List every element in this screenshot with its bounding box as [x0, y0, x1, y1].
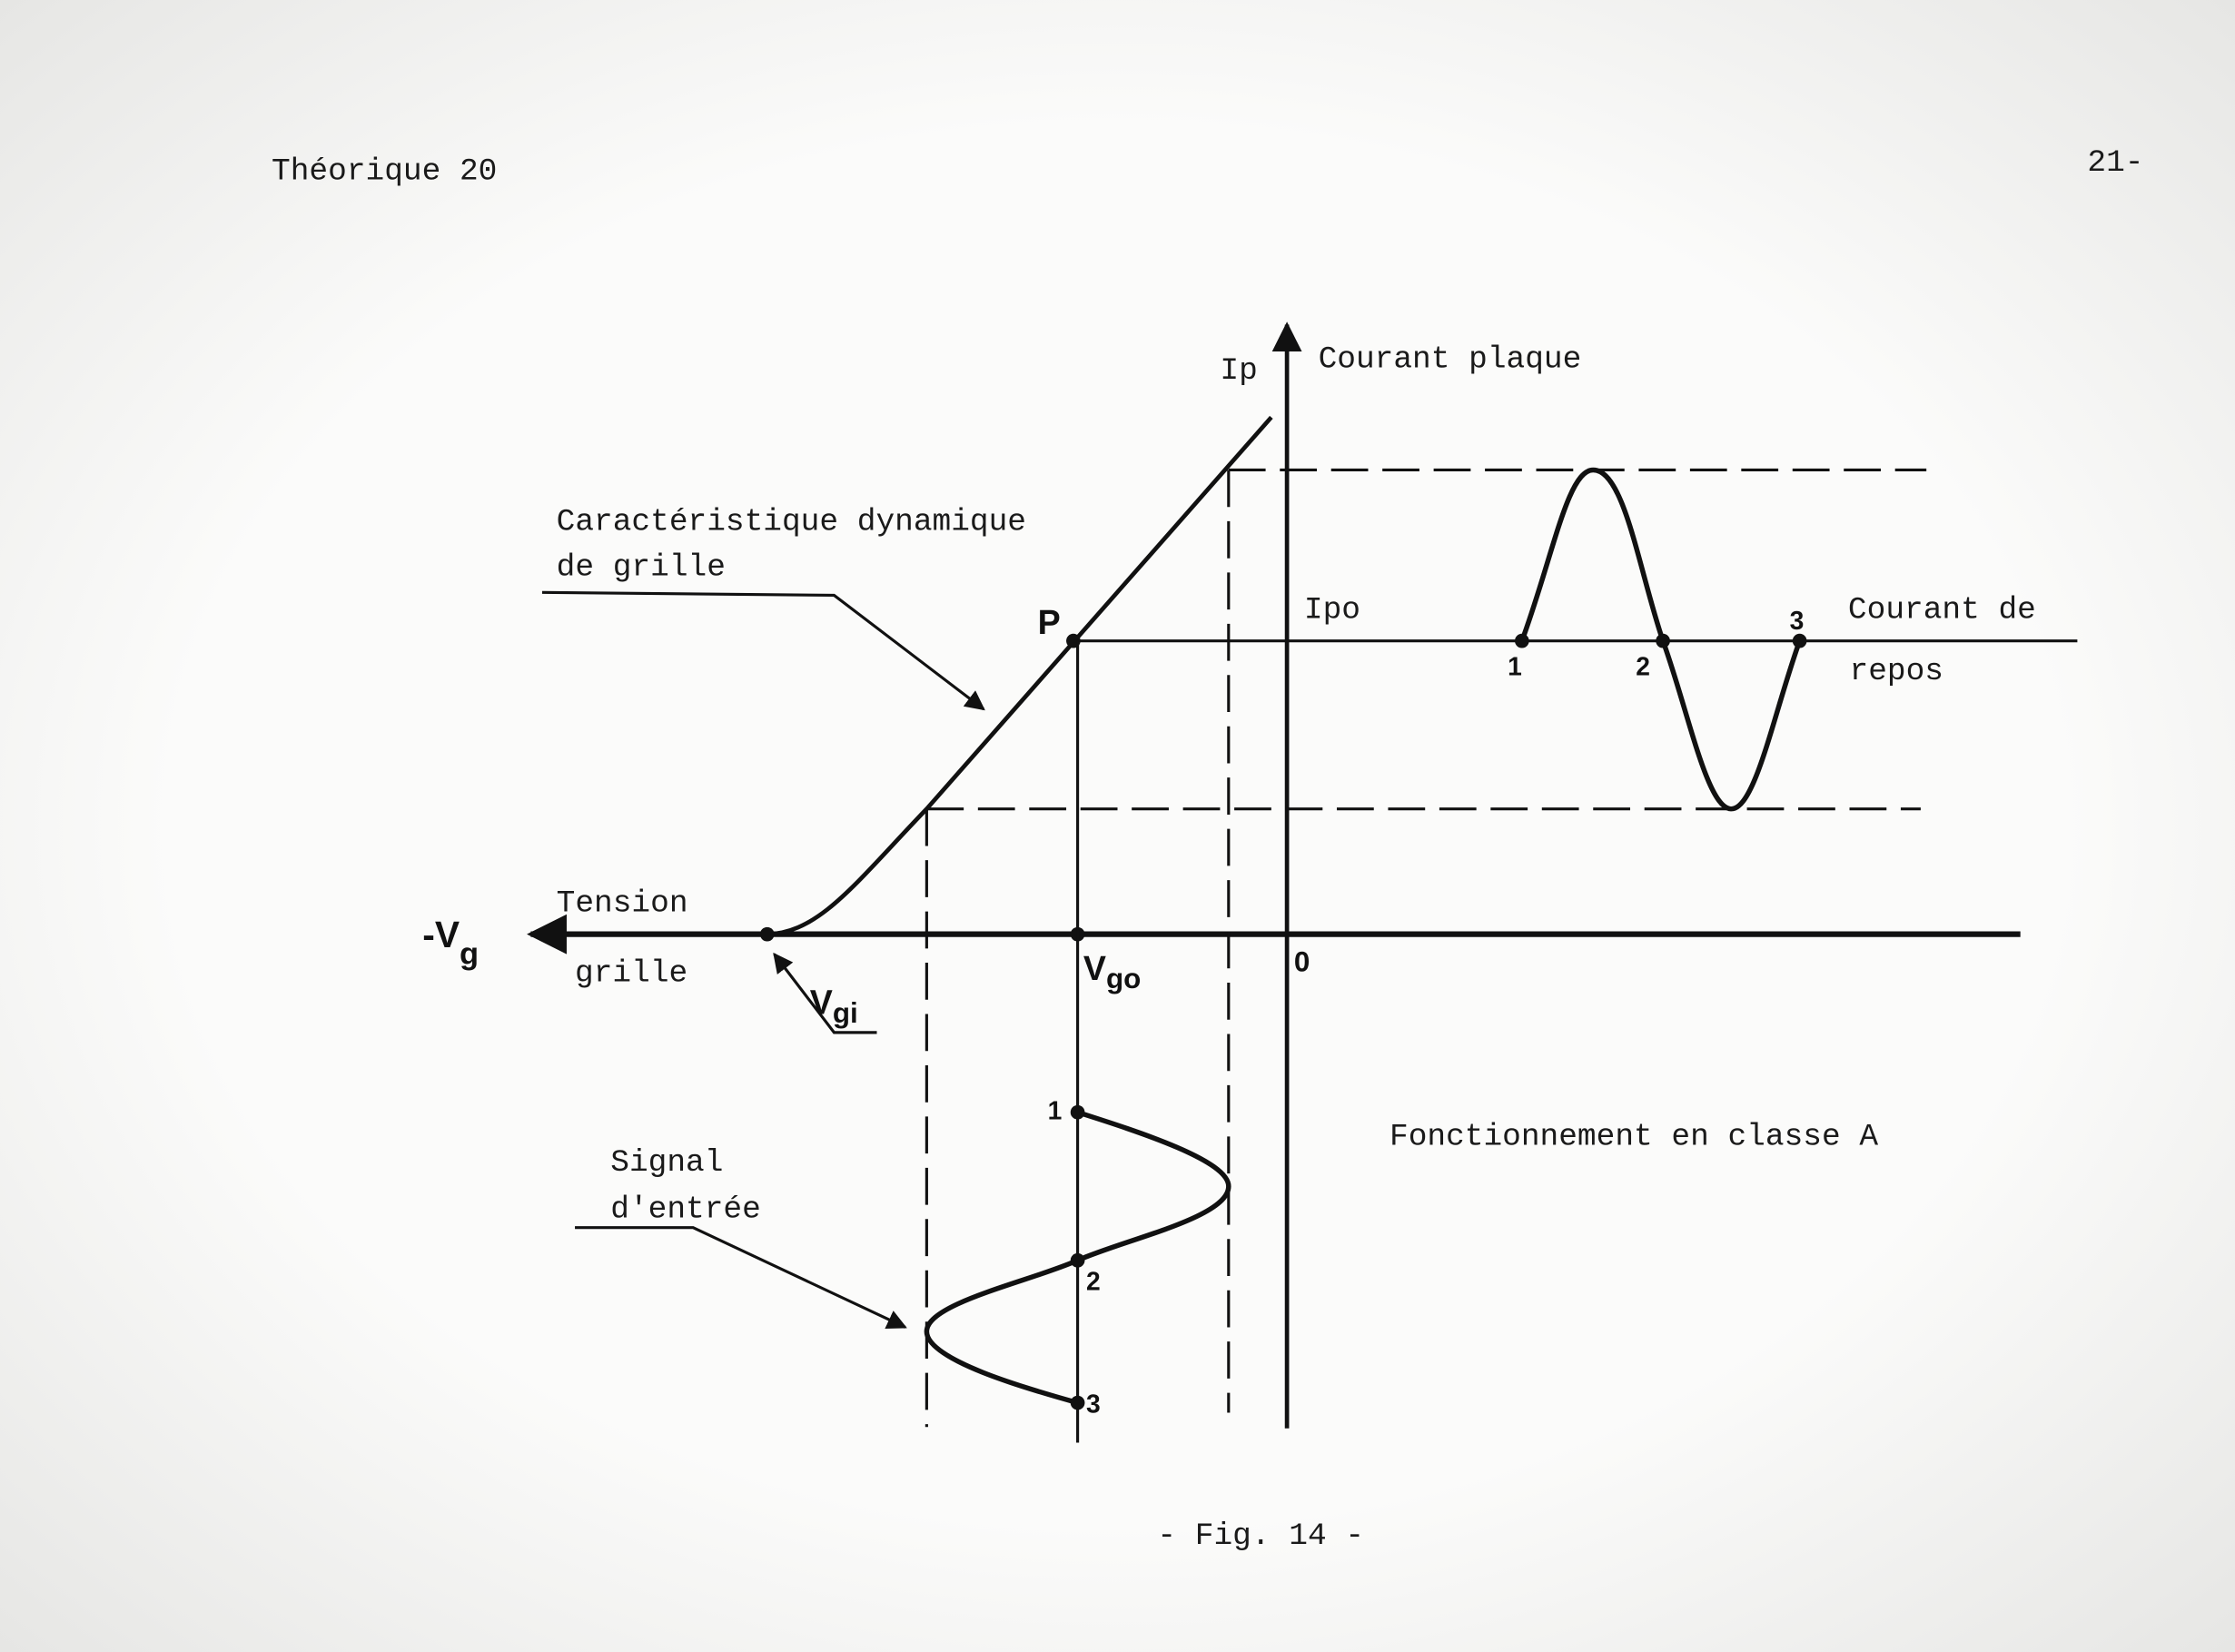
vgi-label: Vgi [810, 983, 858, 1028]
input-signal-leader-arrow [575, 1226, 907, 1330]
header-left: Théorique 20 [272, 154, 497, 190]
origin-label: 0 [1294, 945, 1310, 977]
ipo-label: Ipo [1304, 593, 1360, 628]
input-point-1 [1070, 1104, 1085, 1120]
output-point-2 [1656, 633, 1670, 648]
header-page-number: 21- [2087, 145, 2143, 181]
y-axis-label: Courant plaque [1319, 342, 1582, 378]
x-axis-symbol: -Vg [422, 914, 479, 972]
vgo-label: Vgo [1083, 949, 1141, 994]
quiescent-label-line1: Courant de [1848, 593, 2036, 628]
figure-caption: - Fig. 14 - [1157, 1518, 1364, 1554]
figure-title: Fonctionnement en classe A [1389, 1120, 1878, 1155]
input-point-3 [1070, 1395, 1085, 1410]
input-signal-label-line1: Signal [610, 1145, 723, 1181]
output-point-1-label: 1 [1508, 651, 1522, 680]
vgi-arrow [773, 952, 877, 1034]
input-point-3-label: 3 [1086, 1390, 1101, 1419]
output-point-1 [1515, 633, 1529, 648]
input-point-2 [1070, 1252, 1085, 1268]
x-axis-label-line2: grille [575, 955, 687, 991]
output-point-3-label: 3 [1790, 606, 1805, 635]
input-signal-label-line2: d'entrée [610, 1192, 761, 1228]
input-point-1-label: 1 [1048, 1096, 1063, 1125]
operating-point-label: P [1038, 603, 1061, 641]
curve-label-line2: de grille [557, 550, 726, 586]
y-axis-symbol: Ip [1220, 353, 1257, 389]
x-axis-label-line1: Tension [557, 886, 688, 922]
dynamic-grid-characteristic [766, 415, 1273, 937]
curve-label-leader-arrow [541, 590, 985, 711]
curve-label-line1: Caractéristique dynamique [557, 504, 1026, 539]
output-point-2-label: 2 [1636, 651, 1650, 680]
input-point-2-label: 2 [1086, 1267, 1101, 1296]
vgi-point [759, 926, 775, 942]
quiescent-label-line2: repos [1850, 654, 1943, 689]
output-point-3 [1792, 633, 1807, 648]
